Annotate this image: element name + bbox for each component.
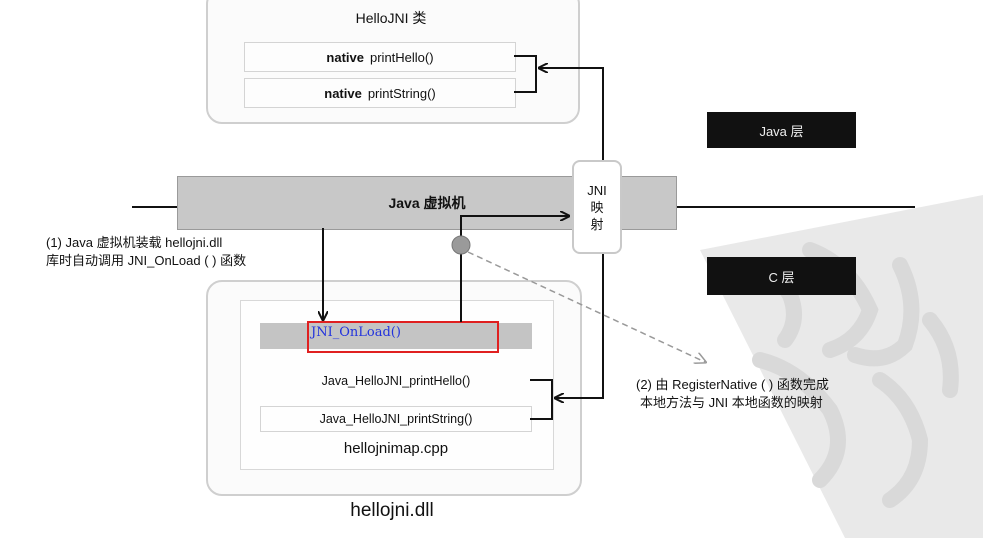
register-note: (2) 由 RegisterNative ( ) 函数完成 本地方法与 JNI … bbox=[636, 376, 916, 412]
jni-to-native-arrow bbox=[556, 250, 604, 398]
register-point bbox=[451, 235, 471, 255]
native-method-row: native printString() bbox=[244, 78, 516, 108]
jni-to-java-arrow bbox=[540, 68, 604, 160]
jni-mapping-line1: JNI bbox=[587, 182, 607, 198]
method-name: printHello() bbox=[370, 49, 434, 65]
native-keyword: native bbox=[324, 85, 362, 101]
c-layer-label: C 层 bbox=[707, 257, 856, 295]
jni-onload-highlight bbox=[307, 321, 499, 353]
load-note-line2: 库时自动调用 JNI_OnLoad ( ) 函数 bbox=[46, 253, 247, 268]
java-class-title: HelloJNI 类 bbox=[355, 10, 427, 26]
native-function-row: Java_HelloJNI_printHello() bbox=[321, 374, 471, 388]
jni-onload-label: JNI_OnLoad() bbox=[311, 325, 401, 340]
java-method-bracket bbox=[514, 55, 537, 93]
cpp-file-label: hellojnimap.cpp bbox=[343, 440, 449, 457]
native-function-bracket bbox=[530, 379, 553, 420]
jni-mapping-line3: 射 bbox=[590, 216, 604, 232]
native-keyword: native bbox=[326, 49, 364, 65]
onload-to-jni-arrow bbox=[460, 216, 568, 322]
java-layer-label: Java 层 bbox=[707, 112, 856, 148]
dll-file-label: hellojni.dll bbox=[350, 500, 434, 521]
register-note-line1: (2) 由 RegisterNative ( ) 函数完成 bbox=[636, 377, 829, 392]
jni-mapping-box: JNI 映 射 bbox=[572, 160, 622, 254]
jni-mapping-line2: 映 bbox=[590, 199, 604, 215]
java-vm-label: Java 虚拟机 bbox=[388, 195, 466, 211]
native-method-row: native printHello() bbox=[244, 42, 516, 72]
register-note-line2: 本地方法与 JNI 本地函数的映射 bbox=[640, 395, 823, 410]
method-name: printString() bbox=[367, 85, 436, 101]
register-dashed-arrow bbox=[467, 251, 705, 362]
load-note-line1: (1) Java 虚拟机装载 hellojni.dll bbox=[46, 235, 223, 250]
load-note: (1) Java 虚拟机装载 hellojni.dll 库时自动调用 JNI_O… bbox=[46, 234, 326, 270]
jni-onload-bar bbox=[260, 323, 532, 349]
